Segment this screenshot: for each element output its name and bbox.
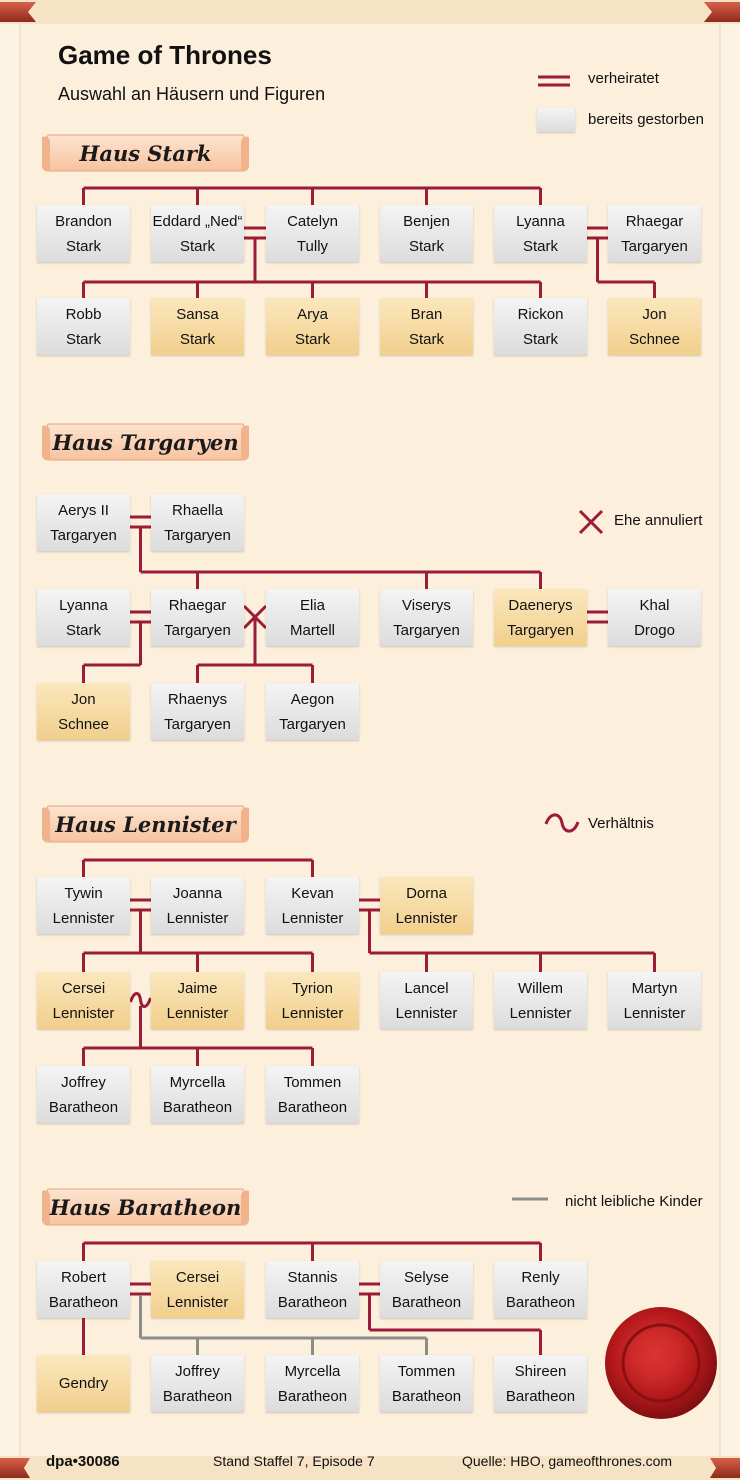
person-box-baratheon-row1-0: Robert Baratheon [37,1261,130,1318]
connector-line-37 [242,604,268,630]
person-box-stark-row2-0: Robb Stark [37,298,130,355]
person-box-stark-row1-4: Lyanna Stark [494,205,587,262]
house-name-lennister: Haus Lennister [55,811,236,837]
person-box-targaryen-row2-4: Daenerys Targaryen [494,589,587,646]
person-box-targaryen-row2-0: Lyanna Stark [37,589,130,646]
deceased-legend-swatch [537,108,575,132]
person-box-stark-row2-2: Arya Stark [266,298,359,355]
house-name-targaryen: Haus Targaryen [52,429,239,455]
person-box-stark-row2-4: Rickon Stark [494,298,587,355]
married-legend-icon [538,75,570,87]
legend-non-biological: nicht leibliche Kinder [565,1193,703,1210]
person-box-stark-row2-1: Sansa Stark [151,298,244,355]
page-subtitle: Auswahl an Häusern und Figuren [58,84,326,104]
legend-deceased: bereits gestorben [588,111,704,128]
person-box-lennister-row1-1: Joanna Lennister [151,877,244,934]
non-biological-legend-icon [512,1197,548,1201]
person-box-stark-row1-2: Catelyn Tully [266,205,359,262]
person-box-targaryen-row3-1: Rhaenys Targaryen [151,683,244,740]
house-banner-lennister: Haus Lennister [38,802,253,846]
person-box-lennister-row2-1: Jaime Lennister [151,972,244,1029]
status-note: Stand Staffel 7, Episode 7 [213,1453,375,1469]
person-box-stark-row1-3: Benjen Stark [380,205,473,262]
person-box-baratheon-row2-2: Myrcella Baratheon [266,1355,359,1412]
page-title: Game of Thrones [58,40,272,70]
person-box-lennister-row2-3: Lancel Lennister [380,972,473,1029]
person-box-targaryen-row3-0: Jon Schnee [37,683,130,740]
legend-annulled: Ehe annuliert [614,512,703,529]
person-box-baratheon-row2-3: Tommen Baratheon [380,1355,473,1412]
person-box-lennister-row2-5: Martyn Lennister [608,972,701,1029]
person-box-stark-row2-5: Jon Schnee [608,298,701,355]
scroll-banner-shape [42,134,249,172]
person-box-lennister-row3-0: Joffrey Baratheon [37,1066,130,1123]
legend-affair: Verhältnis [588,815,654,832]
house-banner-targaryen: Haus Targaryen [38,420,253,464]
person-box-lennister-row1-3: Dorna Lennister [380,877,473,934]
person-box-stark-row1-0: Brandon Stark [37,205,130,262]
person-box-baratheon-row1-1: Cersei Lennister [151,1261,244,1318]
person-box-lennister-row1-2: Kevan Lennister [266,877,359,934]
person-box-lennister-row2-4: Willem Lennister [494,972,587,1029]
person-box-targaryen-row3-2: Aegon Targaryen [266,683,359,740]
person-box-targaryen-row2-1: Rhaegar Targaryen [151,589,244,646]
person-box-baratheon-row1-4: Renly Baratheon [494,1261,587,1318]
person-box-baratheon-row1-2: Stannis Baratheon [266,1261,359,1318]
scroll-banner-shape [42,805,249,843]
person-box-lennister-row2-2: Tyrion Lennister [266,972,359,1029]
scroll-banner-shape [42,1188,249,1226]
affair-symbol [129,992,152,1008]
person-box-lennister-row2-0: Cersei Lennister [37,972,130,1029]
person-box-stark-row2-3: Bran Stark [380,298,473,355]
person-box-stark-row1-5: Rhaegar Targaryen [608,205,701,262]
house-name-baratheon: Haus Baratheon [49,1194,242,1220]
dpa-number: dpa•30086 [46,1453,120,1470]
person-box-baratheon-row1-3: Selyse Baratheon [380,1261,473,1318]
person-box-targaryen-row1-1: Rhaella Targaryen [151,494,244,551]
person-box-targaryen-row1-0: Aerys II Targaryen [37,494,130,551]
person-box-stark-row1-1: Eddard „Ned“ Stark [151,205,244,262]
person-box-baratheon-row2-1: Joffrey Baratheon [151,1355,244,1412]
person-box-baratheon-row2-0: Gendry [37,1355,130,1412]
annulled-cross-icon [578,509,604,535]
person-box-lennister-row3-2: Tommen Baratheon [266,1066,359,1123]
affair-legend-icon [544,813,580,833]
house-banner-stark: Haus Stark [38,131,253,175]
source-note: Quelle: HBO, gameofthrones.com [462,1453,673,1469]
person-box-targaryen-row2-2: Elia Martell [266,589,359,646]
wax-seal-icon [605,1307,717,1419]
person-box-targaryen-row2-3: Viserys Targaryen [380,589,473,646]
scroll-banner-shape [42,423,249,461]
legend-married: verheiratet [588,70,659,87]
person-box-targaryen-row2-5: Khal Drogo [608,589,701,646]
house-name-stark: Haus Stark [79,140,212,166]
person-box-lennister-row1-0: Tywin Lennister [37,877,130,934]
house-banner-baratheon: Haus Baratheon [38,1185,253,1229]
person-box-lennister-row3-1: Myrcella Baratheon [151,1066,244,1123]
person-box-baratheon-row2-4: Shireen Baratheon [494,1355,587,1412]
